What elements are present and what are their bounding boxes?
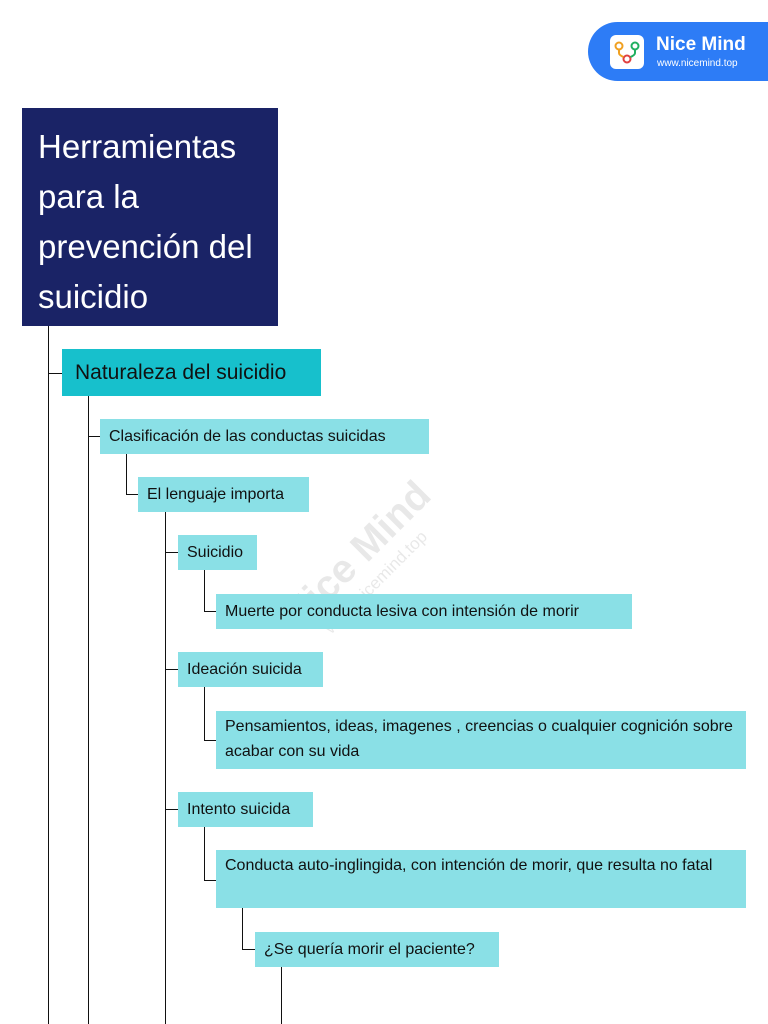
connector-root [48,326,49,1024]
node-intento[interactable]: Intento suicida [178,792,313,827]
connector-ideacion [204,687,205,740]
connector-intento-def [204,880,216,881]
connector-suicidio-def [204,611,216,612]
connector-suicidio [204,570,205,611]
connector-clasificacion [126,454,127,494]
connector-l1-clasificacion [88,436,100,437]
connector-lenguaje [165,512,166,1024]
connector-lenguaje-suicidio [165,552,178,553]
brand-name: Nice Mind [656,34,746,55]
node-intento-def[interactable]: Conducta auto-inglingida, con intención … [216,850,746,908]
node-suicidio[interactable]: Suicidio [178,535,257,570]
connector-pregunta [281,967,282,1024]
node-ideacion[interactable]: Ideación suicida [178,652,323,687]
node-ideacion-def[interactable]: Pensamientos, ideas, imagenes , creencia… [216,711,746,769]
node-clasificacion[interactable]: Clasificación de las conductas suicidas [100,419,429,454]
node-pregunta[interactable]: ¿Se quería morir el paciente? [255,932,499,967]
connector-root-l1 [48,373,62,374]
brand-url[interactable]: www.nicemind.top [657,58,738,69]
node-suicidio-def[interactable]: Muerte por conducta lesiva con intensión… [216,594,632,629]
connector-clasificacion-lenguaje [126,494,138,495]
connector-intento-pregunta [242,949,255,950]
root-node[interactable]: Herramientas para la prevención del suic… [22,108,278,326]
connector-intento-def [242,908,243,949]
connector-ideacion-def [204,740,216,741]
connector-l1 [88,396,89,1024]
brand-badge[interactable]: Nice Mind www.nicemind.top [588,22,768,81]
connector-lenguaje-ideacion [165,669,178,670]
node-lenguaje[interactable]: El lenguaje importa [138,477,309,512]
connector-intento [204,827,205,880]
mindmap-logo-icon [610,35,644,69]
connector-lenguaje-intento [165,809,178,810]
node-naturaleza[interactable]: Naturaleza del suicidio [62,349,321,396]
